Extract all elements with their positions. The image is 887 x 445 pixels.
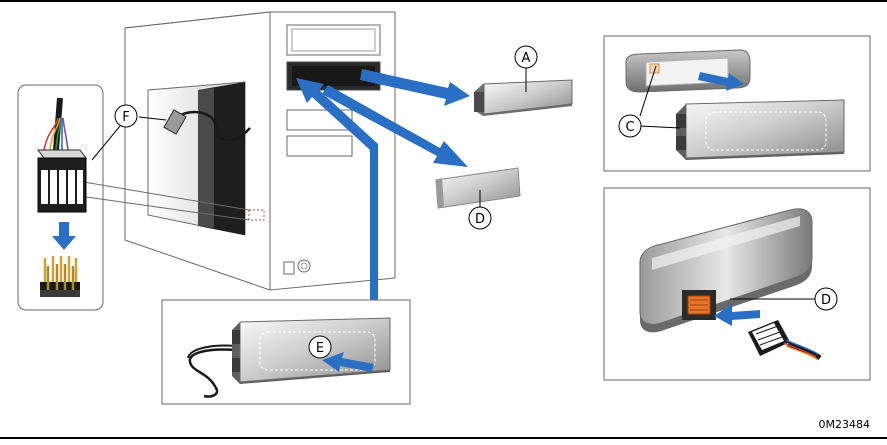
bezel-cable-inset xyxy=(162,300,410,404)
usb-port xyxy=(682,290,716,320)
power-button-icon xyxy=(298,260,310,272)
callout-a-label: A xyxy=(522,51,531,66)
inset-connector xyxy=(38,150,86,212)
callout-d-bottom-label: D xyxy=(821,293,831,308)
bezel-panel-a xyxy=(474,80,572,116)
callout-c-label: C xyxy=(625,120,634,135)
callout-f-label: F xyxy=(122,110,129,125)
drive-bay-4 xyxy=(287,136,352,156)
callout-e-label: E xyxy=(316,341,324,356)
callout-e: E xyxy=(309,336,331,358)
connector-attach-inset xyxy=(604,188,870,380)
plate-panel-d xyxy=(436,168,520,208)
bezel-panel-c xyxy=(676,100,844,160)
front-port xyxy=(284,262,294,274)
computer-case xyxy=(125,12,395,290)
callout-d-top-label: D xyxy=(475,212,485,227)
figure-id: 0M23484 xyxy=(819,418,870,431)
